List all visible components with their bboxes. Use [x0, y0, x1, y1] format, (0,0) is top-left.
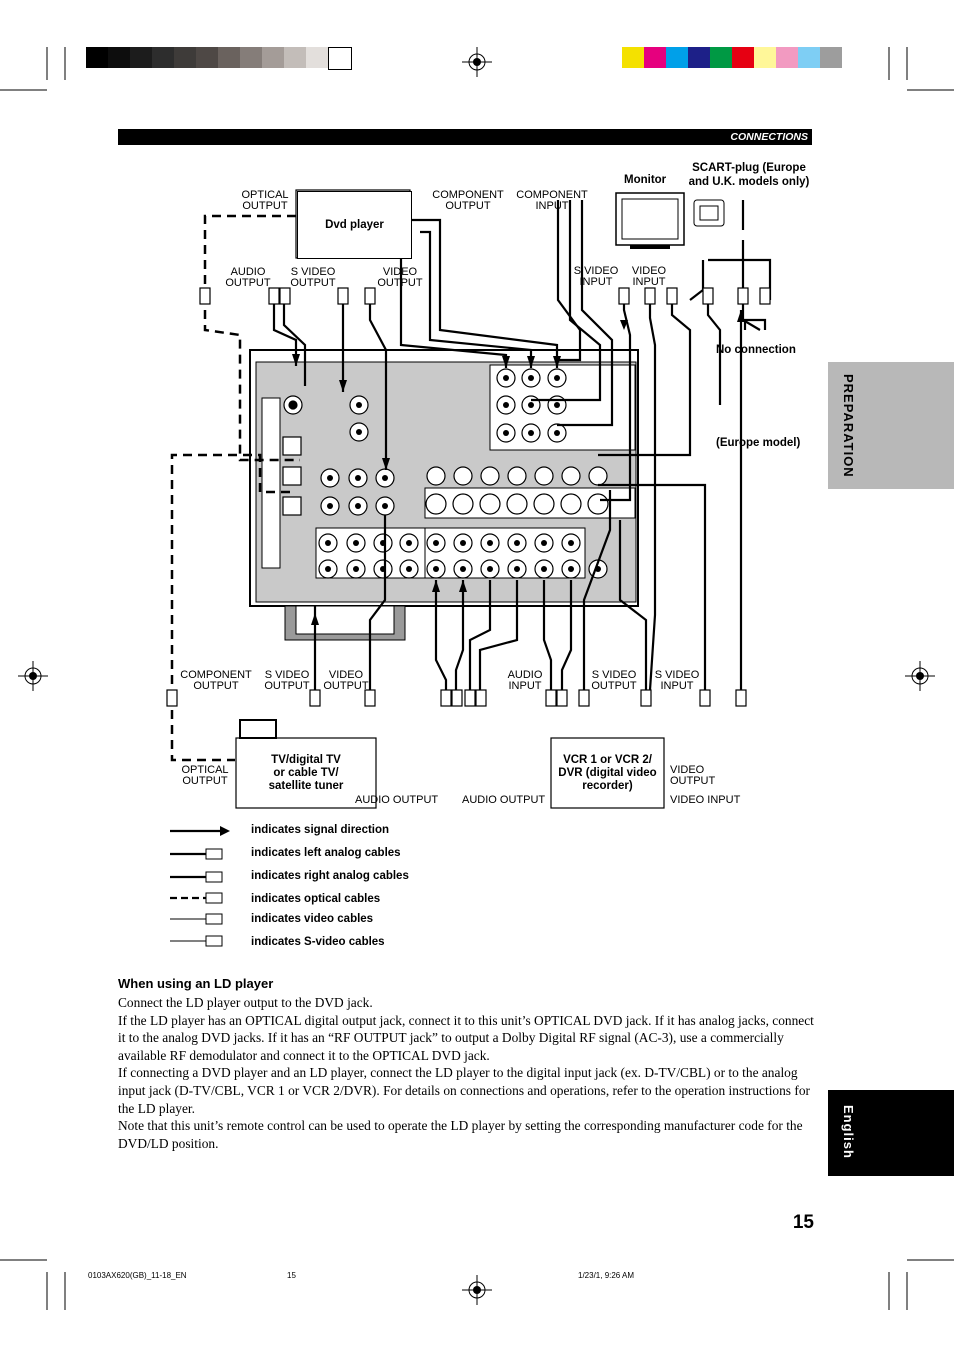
gray-swatch: [240, 47, 262, 68]
connection-diagram: [166, 189, 772, 947]
ld-body: Connect the LD player output to the DVD …: [118, 994, 818, 1152]
ld-paragraph: Note that this unit’s remote control can…: [118, 1118, 803, 1151]
monitor-video-input-label: Video input: [631, 265, 667, 288]
page-number: 15: [792, 1212, 814, 1233]
color-swatch: [754, 47, 776, 68]
audio-output-label: Audio output: [225, 266, 271, 289]
europe-model-label: (Europe model): [716, 437, 801, 449]
legend-signal-direction: indicates signal direction: [251, 824, 390, 836]
english-tab: [828, 1090, 954, 1176]
section-header-bar: CONNECTIONS: [118, 129, 812, 145]
footer-file: 0103AX620(GB)_11-18_EN: [88, 1271, 187, 1280]
component-output-label: Component output: [432, 189, 504, 212]
receiver-rear-panel: [249, 349, 639, 641]
monitor-label: Monitor: [624, 174, 667, 186]
legend-optical: indicates optical cables: [251, 893, 381, 905]
preparation-tab: [828, 362, 954, 489]
color-swatch: [622, 47, 644, 68]
vcr-box: VCR 1 or VCR 2/ DVR (digital video recor…: [552, 739, 663, 807]
tv-tuner-box: TV/digital TV or cable TV/ satellite tun…: [237, 739, 375, 807]
section-title: CONNECTIONS: [730, 131, 808, 143]
component-input-label: Component input: [516, 189, 588, 212]
ld-paragraph: Connect the LD player output to the DVD …: [118, 995, 373, 1010]
english-tab-label: English: [841, 1105, 856, 1159]
monitor-s-video-input-label: S video input: [573, 265, 619, 288]
tv-component-output-label: Component output: [180, 669, 252, 692]
ld-paragraph: If connecting a DVD player and an LD pla…: [118, 1065, 810, 1116]
ld-heading: When using an LD player: [118, 976, 274, 991]
gray-swatch: [152, 47, 174, 68]
gray-swatch: [108, 47, 130, 68]
gray-swatch: [130, 47, 152, 68]
gray-swatch: [174, 47, 196, 68]
tv-optical-output-label: Optical output: [181, 764, 229, 787]
legend-video: indicates video cables: [251, 913, 374, 925]
tv-audio-output-label: Audio output: [355, 794, 439, 806]
color-swatch: [732, 47, 754, 68]
monitor-icon: [615, 192, 685, 249]
video-output-label: Video output: [377, 266, 423, 289]
scart-label: SCART-plug (Europe and U.K. models only): [688, 162, 810, 188]
color-swatch: [666, 47, 688, 68]
color-swatch: [798, 47, 820, 68]
vcr-s-video-input-label: S video input: [654, 669, 700, 692]
gray-swatch: [328, 47, 352, 70]
tv-video-output-label: Video output: [323, 669, 369, 692]
ld-paragraph: If the LD player has an OPTICAL digital …: [118, 1012, 814, 1063]
legend-s-video: indicates S-video cables: [251, 936, 385, 948]
s-video-output-label: S video output: [290, 266, 336, 289]
legend-left-analog: indicates left analog cables: [251, 847, 401, 859]
vcr-s-video-output-label: S video output: [591, 669, 637, 692]
gray-swatch: [196, 47, 218, 68]
gray-swatch: [86, 47, 108, 68]
vcr-audio-output-label: Audio output: [462, 794, 546, 806]
gray-swatch: [306, 47, 328, 68]
scart-plug-icon: [693, 199, 725, 227]
footer-timestamp: 1/23/1, 9:26 AM: [578, 1271, 635, 1280]
no-connection-label: No connection: [716, 344, 796, 356]
color-swatch: [776, 47, 798, 68]
gray-swatch: [262, 47, 284, 68]
dvd-player-box: Dvd player: [297, 191, 412, 259]
color-swatch: [710, 47, 732, 68]
color-swatch: [820, 47, 842, 68]
vcr-video-output-label: Video output: [670, 764, 716, 787]
color-swatch: [688, 47, 710, 68]
gray-swatch: [284, 47, 306, 68]
legend-right-analog: indicates right analog cables: [251, 870, 409, 882]
vcr-audio-input-label: Audio input: [507, 669, 543, 692]
tv-s-video-output-label: S video output: [264, 669, 310, 692]
vcr-video-input-label: Video input: [670, 794, 741, 806]
footer-page: 15: [287, 1271, 296, 1280]
optical-output-label: Optical output: [241, 189, 289, 212]
color-swatch: [644, 47, 666, 68]
gray-swatch: [218, 47, 240, 68]
